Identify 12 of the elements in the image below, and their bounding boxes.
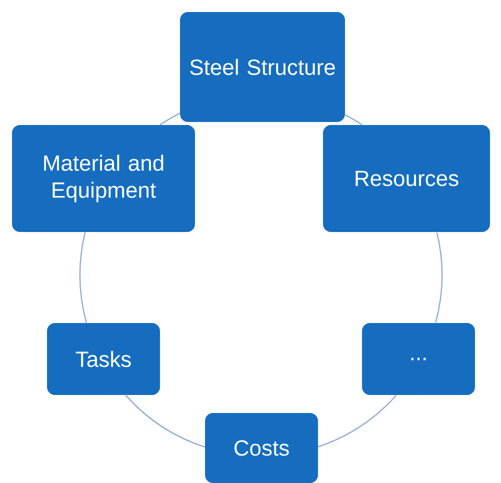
process-box: Costs bbox=[205, 413, 318, 483]
connector-arc bbox=[345, 114, 362, 126]
connector-arc bbox=[125, 394, 206, 448]
process-box: ... bbox=[362, 323, 475, 395]
connector-arc bbox=[318, 394, 397, 448]
process-box: Resources bbox=[323, 125, 490, 232]
connector-arc bbox=[79, 232, 87, 323]
process-box: Steel Structure bbox=[180, 12, 345, 122]
connector-arc bbox=[160, 112, 180, 126]
process-box: Material and Equipment bbox=[12, 125, 195, 232]
process-box: Tasks bbox=[47, 323, 160, 395]
connector-arc bbox=[435, 232, 443, 323]
